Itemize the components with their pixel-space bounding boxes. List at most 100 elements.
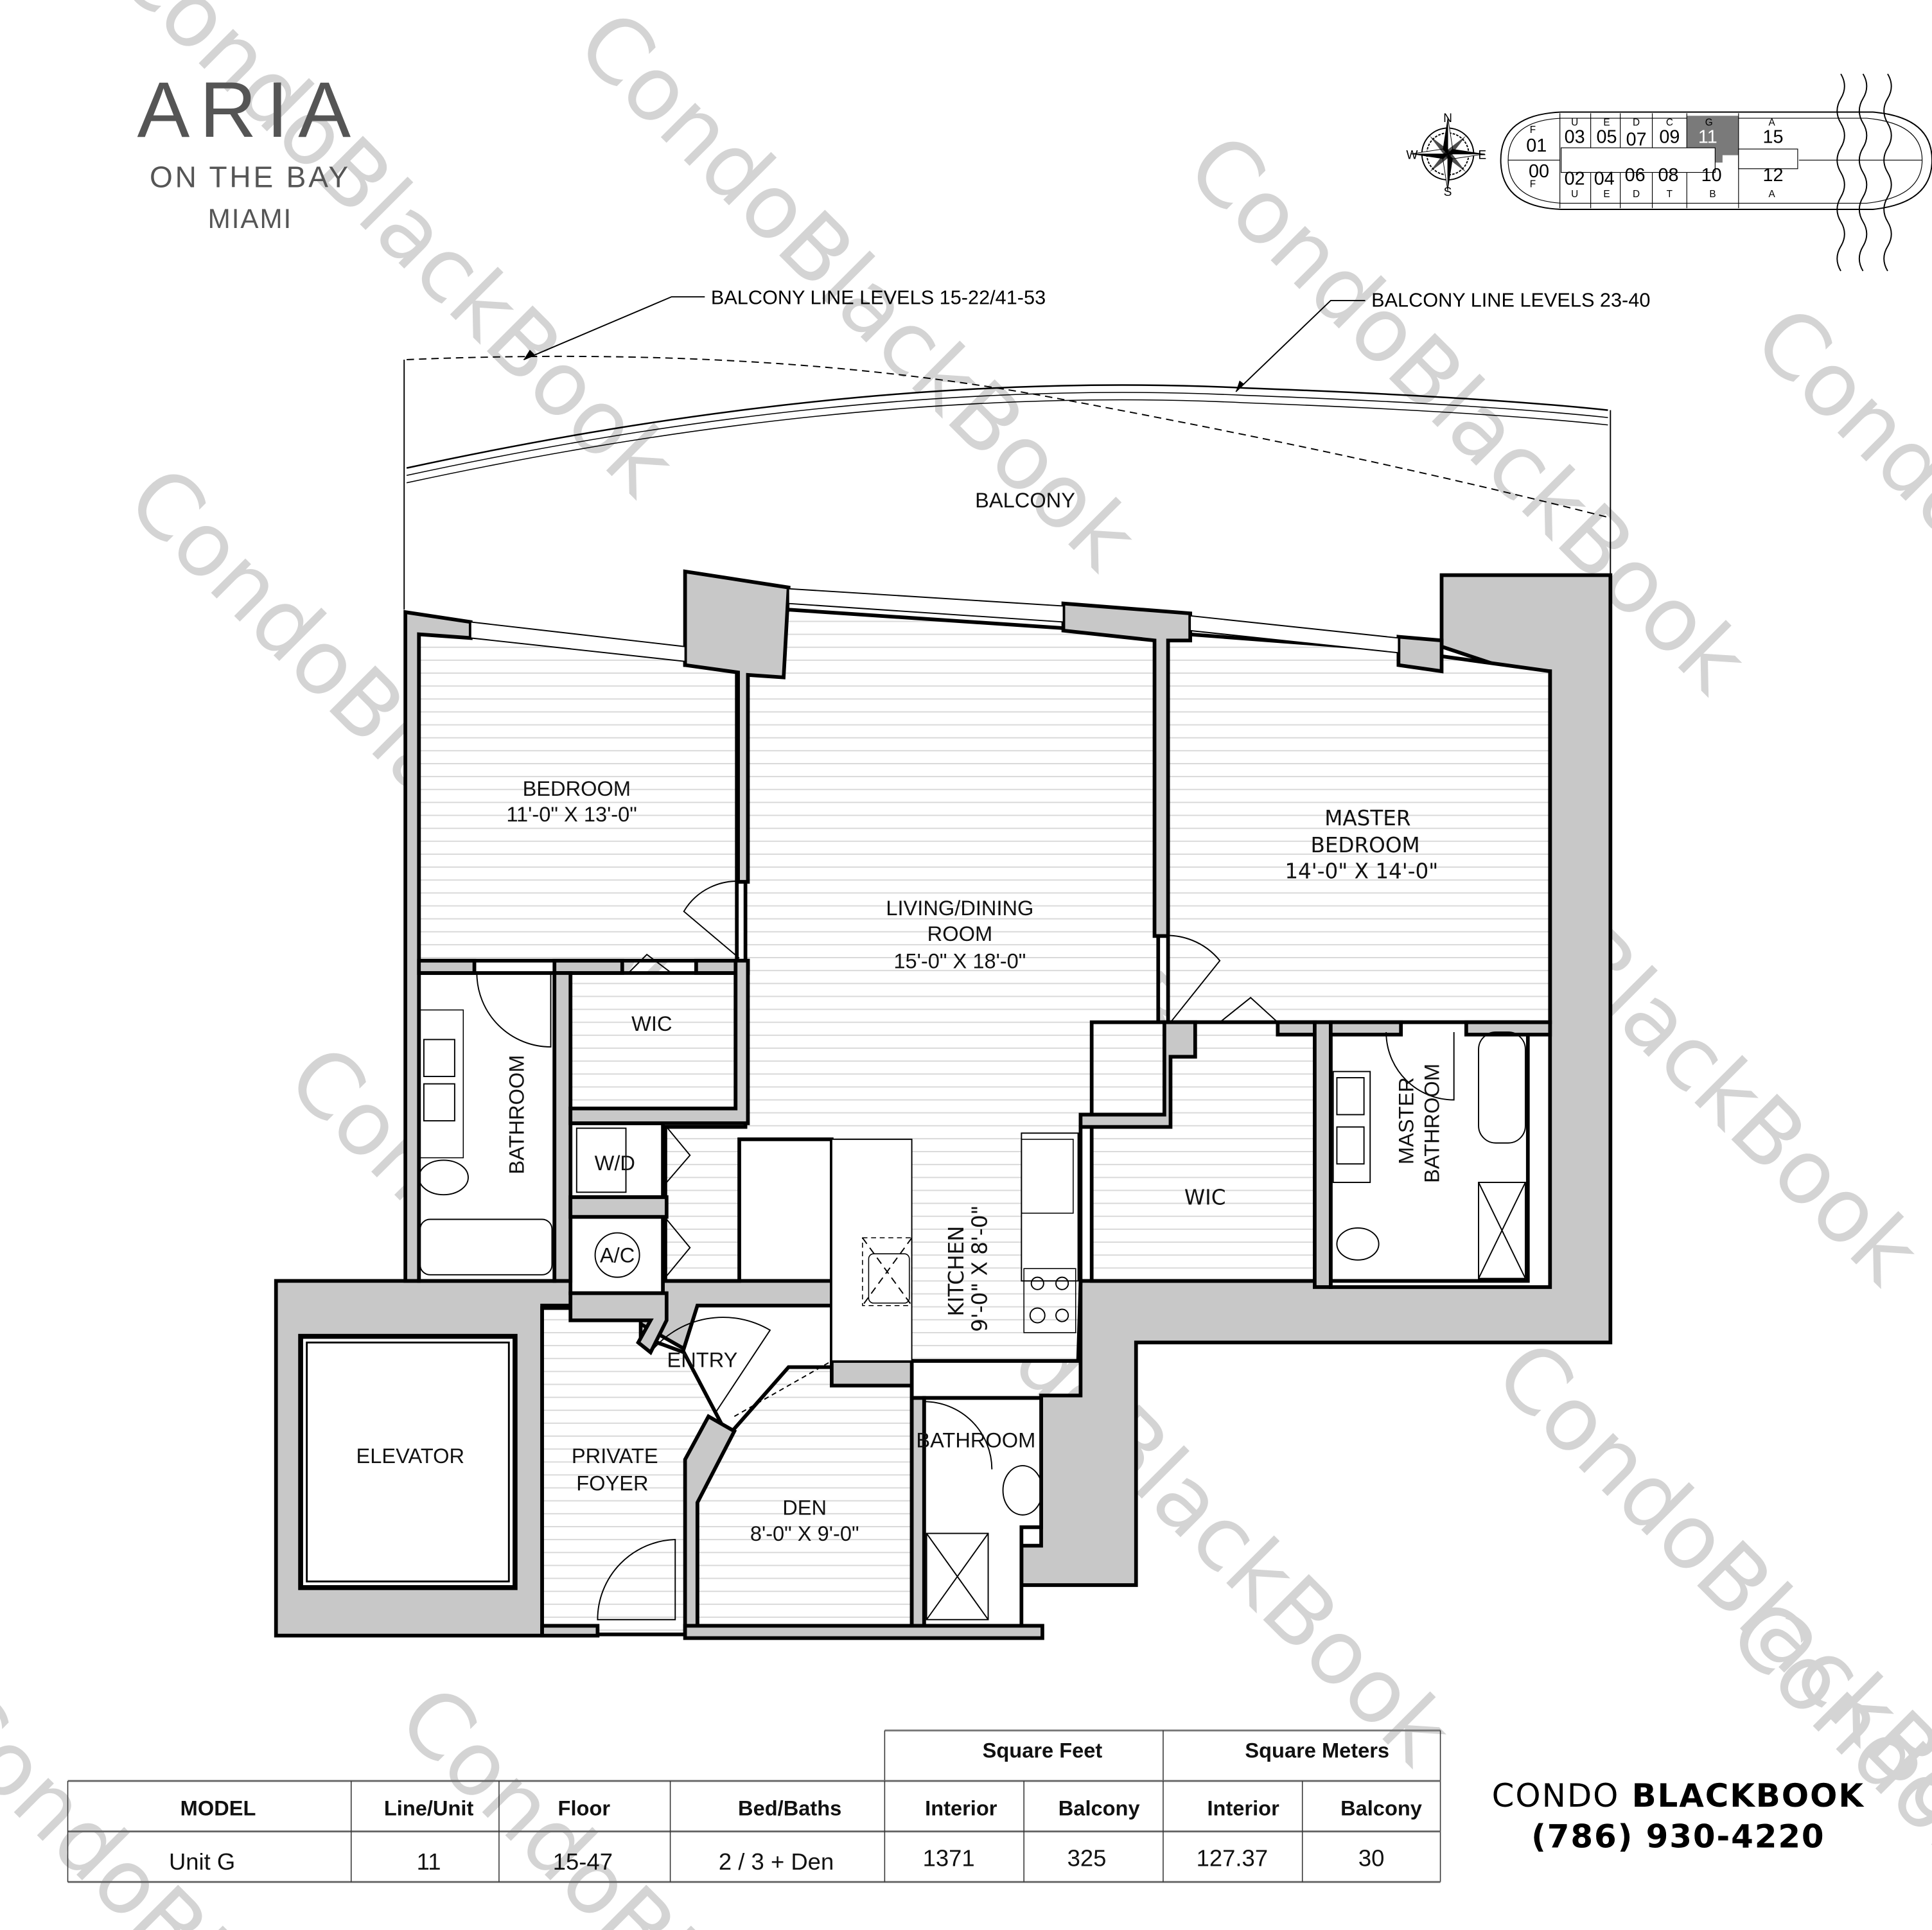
unit-line-t-south: T [1667,189,1673,200]
door-wd[interactable] [666,1127,691,1183]
unit-line-b-south: B [1709,189,1716,200]
windows [470,588,1400,662]
aria-logo: ARIA ON THE BAY MIAMI [137,66,361,234]
unit-line-f-north: F [1530,125,1536,136]
room-wic-1 [568,971,738,1110]
balcony-label: BALCONY [975,488,1075,512]
label-foyer-1: PRIVATE [572,1444,658,1468]
unit-line-f-south: F [1530,179,1536,189]
unit-01: 01 [1526,136,1547,156]
unit-07: 07 [1626,129,1647,150]
unit-line-a-north: A [1768,118,1775,128]
doors[interactable] [476,881,1455,1620]
unit-line-u-north: U [1571,118,1578,128]
compass-w: W [1406,148,1418,162]
door-bath-2[interactable] [924,1401,993,1469]
unit-line-a-south: A [1768,189,1775,200]
label-kitchen-size: 9'-0" X 8'-0" [968,1206,992,1332]
door-wic-2[interactable] [1219,997,1278,1023]
door-master[interactable] [1158,934,1221,1023]
unit-06: 06 [1625,165,1646,186]
label-wd: W/D [595,1151,635,1175]
room-wic-2 [1089,1020,1317,1283]
door-entry[interactable] [650,1317,771,1415]
bath-fixtures [418,1009,1526,1620]
col-floor: Floor [558,1796,611,1820]
col-line-unit: Line/Unit [384,1796,474,1820]
label-bathroom-1: BATHROOM [504,1055,528,1175]
door-foyer[interactable] [597,1539,676,1620]
label-living-size: 15'-0" X 18'-0" [893,949,1026,972]
brand-phone: (786) 930-4220 [1531,1818,1825,1855]
balcony-line-label-1: BALCONY LINE LEVELS 15-22/41-53 [711,286,1046,309]
col-sqm-balcony: Balcony [1340,1796,1422,1820]
bathtub-icon [419,1218,553,1276]
unit-08: 08 [1658,165,1678,186]
unit-line-g-north: G [1705,118,1713,128]
door-den-slider[interactable] [733,1360,832,1417]
unit-line-e-north: E [1603,118,1610,128]
header-square-meters: Square Meters [1245,1739,1389,1762]
col-sqft-interior: Interior [925,1796,997,1820]
col-sqft-balcony: Balcony [1058,1796,1140,1820]
label-foyer-2: FOYER [576,1471,648,1495]
water-waves-icon [1836,73,1892,272]
label-master-2: BEDROOM [1310,833,1419,857]
ac-unit-icon [594,1232,640,1278]
room-bathroom-1 [417,971,557,1283]
label-den-size: 8'-0" X 9'-0" [750,1522,859,1545]
balcony-line-label-2: BALCONY LINE LEVELS 23-40 [1371,289,1650,311]
cell-sqft-interior: 1371 [923,1845,975,1871]
col-bed-baths: Bed/Baths [738,1796,841,1820]
balcony: BALCONY [403,355,1611,610]
room-labels: BEDROOM 11'-0" X 13'-0" LIVING/DINING RO… [356,776,1444,1545]
kitchen-sink-icon [868,1253,910,1304]
unit-12: 12 [1763,165,1784,186]
door-bath-1[interactable] [476,972,552,1048]
refrigerator-icon [1021,1139,1074,1214]
label-ac: A/C [600,1243,635,1267]
cell-bed-baths: 2 / 3 + Den [719,1848,834,1875]
compass-icon [1410,117,1485,191]
master-shower-icon [1478,1182,1526,1279]
unit-line-e-south: E [1603,189,1610,200]
unit-00: 00 [1529,161,1549,182]
label-master-size: 14'-0" X 14'-0" [1285,859,1438,883]
label-wic-2: WIC [1184,1185,1226,1209]
watermark: CondoBlackBook [1735,286,1932,885]
door-ac[interactable] [666,1218,691,1277]
brand-name: CONDO BLACKBOOK [1492,1777,1865,1814]
label-master-bath-1: MASTER [1394,1077,1418,1164]
brand-name-bold: BLACKBOOK [1632,1777,1865,1814]
unit-line-d-north: D [1633,118,1640,128]
unit-line-u-south: U [1571,189,1578,200]
watermark: CondoBlackBook [1710,1580,1932,1930]
door-bedroom[interactable] [683,881,746,959]
key-plan: N S W E F 01 U 03 E 05 D 07 C [1406,73,1932,272]
cooktop-icon [1023,1268,1076,1333]
compass-e: E [1478,148,1486,162]
unit-04: 04 [1594,169,1615,189]
label-bedroom-size: 11'-0" X 13'-0" [506,802,637,826]
logo-subtitle: ON THE BAY [150,160,351,193]
label-wic-1: WIC [631,1012,672,1035]
room-elevator [298,1333,518,1590]
door-master-bath[interactable] [1385,1032,1455,1101]
building-outline [1500,111,1932,210]
unit-02: 02 [1565,169,1585,189]
label-kitchen: KITCHEN [944,1225,969,1316]
cell-floor: 15-47 [553,1848,613,1875]
unit-09: 09 [1659,127,1680,147]
balcony-annotations: BALCONY LINE LEVELS 15-22/41-53 BALCONY … [523,286,1650,392]
cell-line-unit: 11 [417,1848,441,1875]
door-wic-1[interactable] [628,953,672,974]
logo-wordmark: ARIA [137,66,361,154]
master-bathtub-icon [1478,1031,1526,1144]
header-square-feet: Square Feet [983,1739,1103,1762]
label-living-1: LIVING/DINING [886,896,1033,920]
unit-03: 03 [1565,127,1585,147]
compass-s: S [1444,186,1452,199]
unit-15: 15 [1763,127,1784,147]
label-master-1: MASTER [1324,806,1410,830]
